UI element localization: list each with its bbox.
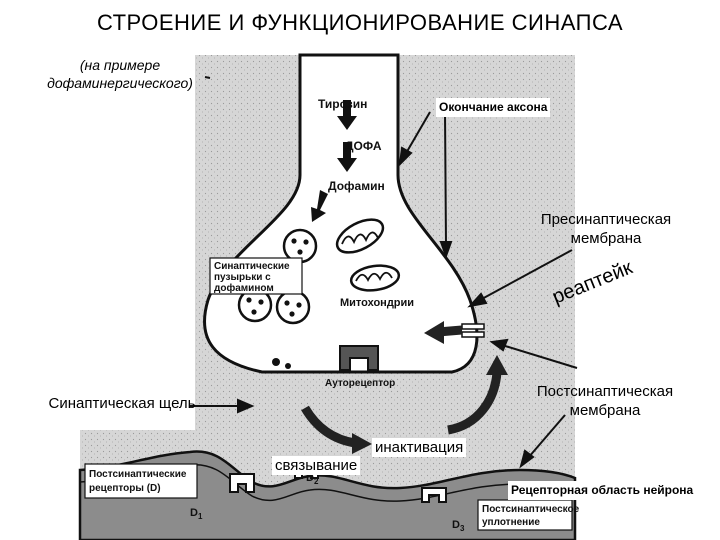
page-subtitle: (на примере дофаминергического)	[47, 57, 193, 91]
mitochondria-label: Митохондрии	[340, 297, 414, 309]
pointer-lines	[190, 76, 578, 469]
binding-arrow	[301, 405, 356, 448]
page-title: СТРОЕНИЕ И ФУНКЦИОНИРОВАНИЕ СИНАПСА	[96, 10, 624, 35]
presynaptic-membrane-label: Пресинаптическая мембрана	[540, 211, 672, 247]
d1-label: D1	[190, 507, 203, 521]
autoreceptor-shape	[339, 345, 379, 371]
synaptic-vesicles	[237, 228, 318, 369]
synthesis-arrows	[311, 100, 357, 222]
postsynaptic-membrane-label: Постсинаптическая мембрана	[536, 383, 674, 419]
vesicles-label-line: дофамином	[214, 282, 274, 294]
d2-label: D2	[306, 472, 319, 486]
dopa-label: ДОФА	[345, 139, 382, 153]
density-label-box	[477, 499, 573, 531]
synaptic-cleft-label: Синаптическая щель	[48, 395, 196, 412]
receptors-label: Постсинаптические рецепторы (D)	[89, 469, 189, 494]
binding-label: связывание	[272, 456, 361, 475]
vesicles-label-line: пузырьки с	[214, 272, 271, 283]
vesicles-label-box	[209, 257, 303, 295]
d3-label: D3	[452, 519, 465, 533]
vesicles-label-line: Синаптические	[214, 261, 290, 272]
mitochondria	[335, 218, 401, 292]
inactivation-label: инактивация	[372, 438, 467, 457]
tyrosine-label: Тирозин	[318, 97, 367, 111]
autoreceptor-label: Ауторецептор	[325, 378, 395, 389]
density-label: Постсинаптическое уплотнение	[482, 504, 582, 528]
axon-ending-label: Окончание аксона	[436, 98, 551, 117]
dopamine-label: Дофамин	[328, 179, 385, 193]
receptor-area-label: Рецепторная область нейрона	[508, 481, 697, 500]
inactivation-arrow	[447, 371, 502, 435]
receptors-label-box	[84, 463, 198, 499]
